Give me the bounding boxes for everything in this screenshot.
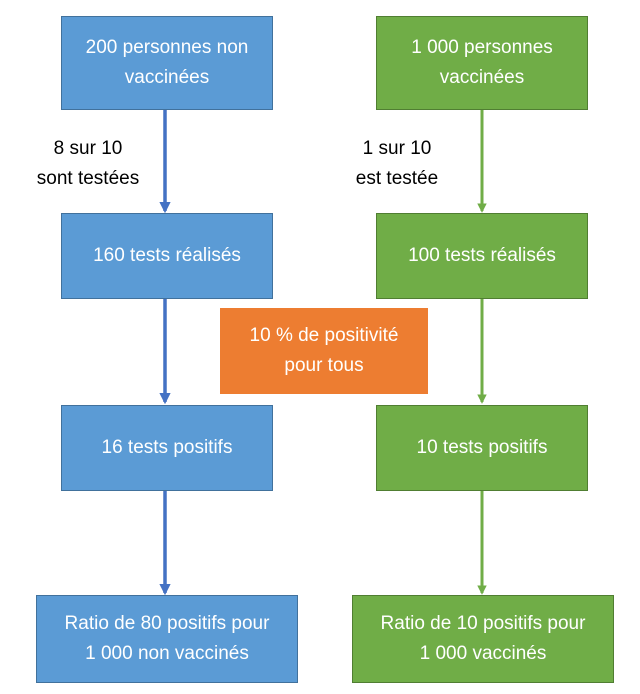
- left-tests-done-box: 160 tests réalisés: [61, 213, 273, 299]
- left-positive-tests-box: 16 tests positifs: [61, 405, 273, 491]
- vaccinated-ratio-box: Ratio de 10 positifs pour 1 000 vaccinés: [352, 595, 614, 683]
- right-test-rate-label: 1 sur 10 est testée: [355, 138, 439, 189]
- left-test-rate-label: 8 sur 10 sont testées: [36, 138, 140, 189]
- positivity-rate-box: 10 % de positivité pour tous: [220, 308, 428, 394]
- right-tests-done-box: 100 tests réalisés: [376, 213, 588, 299]
- unvaccinated-ratio-box: Ratio de 80 positifs pour 1 000 non vacc…: [36, 595, 298, 683]
- unvaccinated-people-box: 200 personnes non vaccinées: [61, 16, 273, 110]
- right-positive-tests-box: 10 tests positifs: [376, 405, 588, 491]
- vaccinated-people-box: 1 000 personnes vaccinées: [376, 16, 588, 110]
